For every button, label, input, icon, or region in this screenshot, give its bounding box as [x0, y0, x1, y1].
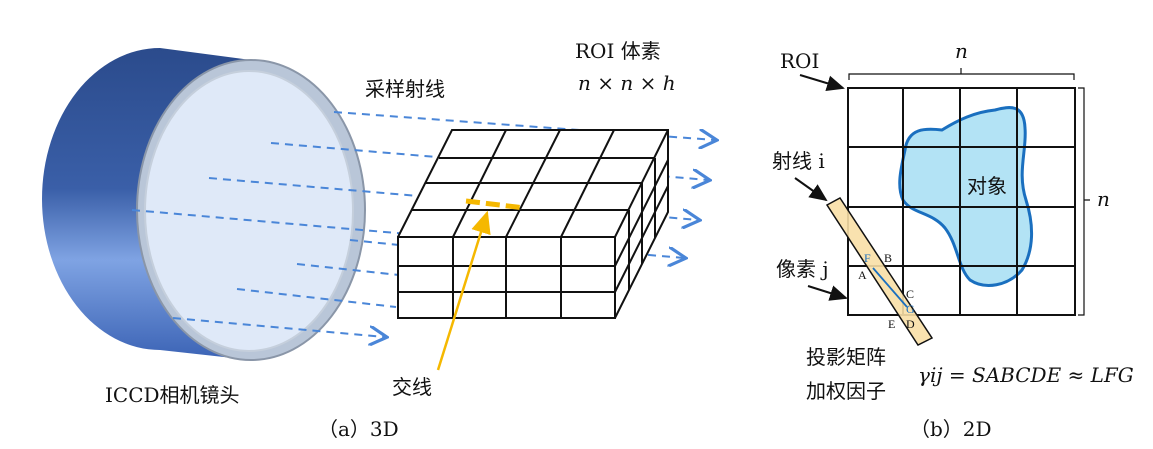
ray	[236, 288, 397, 308]
roi-label: ROI	[780, 49, 819, 73]
roi-voxel-label: ROI 体素	[575, 39, 661, 63]
point-a: A	[858, 268, 867, 282]
sampling-rays-label: 采样射线	[365, 77, 445, 101]
n-right-label: n	[1097, 187, 1110, 211]
intersection-pointer	[436, 210, 491, 371]
ray	[296, 263, 400, 276]
point-g: G	[906, 302, 915, 316]
roi-arrow	[799, 74, 845, 92]
caption-b: （b）2D	[910, 417, 992, 441]
caption-a: （a）3D	[318, 417, 399, 441]
point-f: F	[864, 251, 871, 265]
pixel-label: 像素 j	[776, 257, 829, 281]
roi-dims-label: n × n × h	[578, 71, 676, 95]
point-d: D	[906, 317, 915, 331]
top-brace	[848, 68, 1075, 80]
object-blob	[898, 106, 1034, 287]
point-e: E	[888, 317, 895, 331]
ray-band	[825, 197, 934, 346]
n-top-label: n	[955, 39, 968, 63]
weight-label-1: 投影矩阵	[806, 345, 886, 369]
pixel-grid	[847, 87, 1076, 316]
ray-label: 射线 i	[772, 149, 825, 173]
ray	[172, 317, 385, 337]
right-brace	[1078, 87, 1090, 316]
roi-voxel-grid	[397, 129, 669, 319]
camera-lens	[42, 48, 366, 361]
ray-arrow	[794, 177, 828, 202]
point-b: B	[884, 251, 892, 265]
intersection-label: 交线	[392, 375, 432, 399]
object-label: 对象	[967, 174, 1007, 198]
weight-label-2: 加权因子	[806, 379, 886, 403]
camera-label: ICCD相机镜头	[105, 383, 240, 407]
formula: γij = SABCDE ≈ LFG	[918, 363, 1134, 387]
pixel-arrow	[807, 285, 848, 301]
ray	[333, 111, 715, 140]
intersection-line	[436, 198, 526, 371]
point-c: C	[906, 287, 914, 301]
